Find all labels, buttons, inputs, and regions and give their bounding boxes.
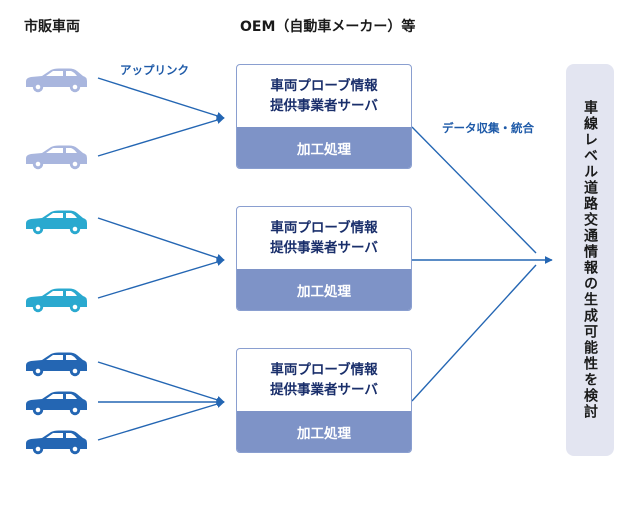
oem-header: OEM（自動車メーカー）等: [240, 19, 416, 35]
server-name-line2: 提供事業者サーバ: [270, 98, 378, 114]
car-icon: [26, 210, 87, 235]
uplink-arrow-7: [97, 400, 225, 441]
vehicles-header: 市販車両: [24, 19, 80, 35]
probe-server-2: 車両プローブ情報 提供事業者サーバ 加工処理: [236, 206, 412, 311]
collect-line-1: [411, 126, 537, 254]
car-icon: [26, 145, 87, 170]
car-icon: [26, 288, 87, 313]
server-name-line2: 提供事業者サーバ: [270, 382, 378, 398]
car-icon: [26, 68, 87, 93]
server-name-line1: 車両プローブ情報: [270, 362, 378, 378]
server-name-line1: 車両プローブ情報: [270, 78, 378, 94]
collect-line-3: [411, 264, 537, 402]
probe-server-3: 車両プローブ情報 提供事業者サーバ 加工処理: [236, 348, 412, 453]
uplink-arrow-5: [97, 361, 225, 404]
uplink-label: アップリンク: [120, 63, 189, 77]
uplink-arrow-4: [97, 258, 225, 299]
result-panel: 車線レベル道路交通情報の生成可能性を検討: [566, 64, 614, 456]
processing-band: 加工処理: [237, 269, 411, 310]
server-name-line1: 車両プローブ情報: [270, 220, 378, 236]
car-icon: [26, 391, 87, 416]
car-icon: [26, 352, 87, 377]
uplink-arrow-2: [97, 116, 225, 157]
car-icon: [26, 430, 87, 455]
server-name-line2: 提供事業者サーバ: [270, 240, 378, 256]
processing-band: 加工処理: [237, 411, 411, 452]
uplink-arrow-1: [97, 77, 225, 120]
data-collection-label: データ収集・統合: [442, 121, 534, 135]
processing-band: 加工処理: [237, 127, 411, 168]
uplink-arrow-3: [97, 217, 225, 262]
result-text: 車線レベル道路交通情報の生成可能性を検討: [582, 100, 598, 420]
probe-server-1: 車両プローブ情報 提供事業者サーバ 加工処理: [236, 64, 412, 169]
